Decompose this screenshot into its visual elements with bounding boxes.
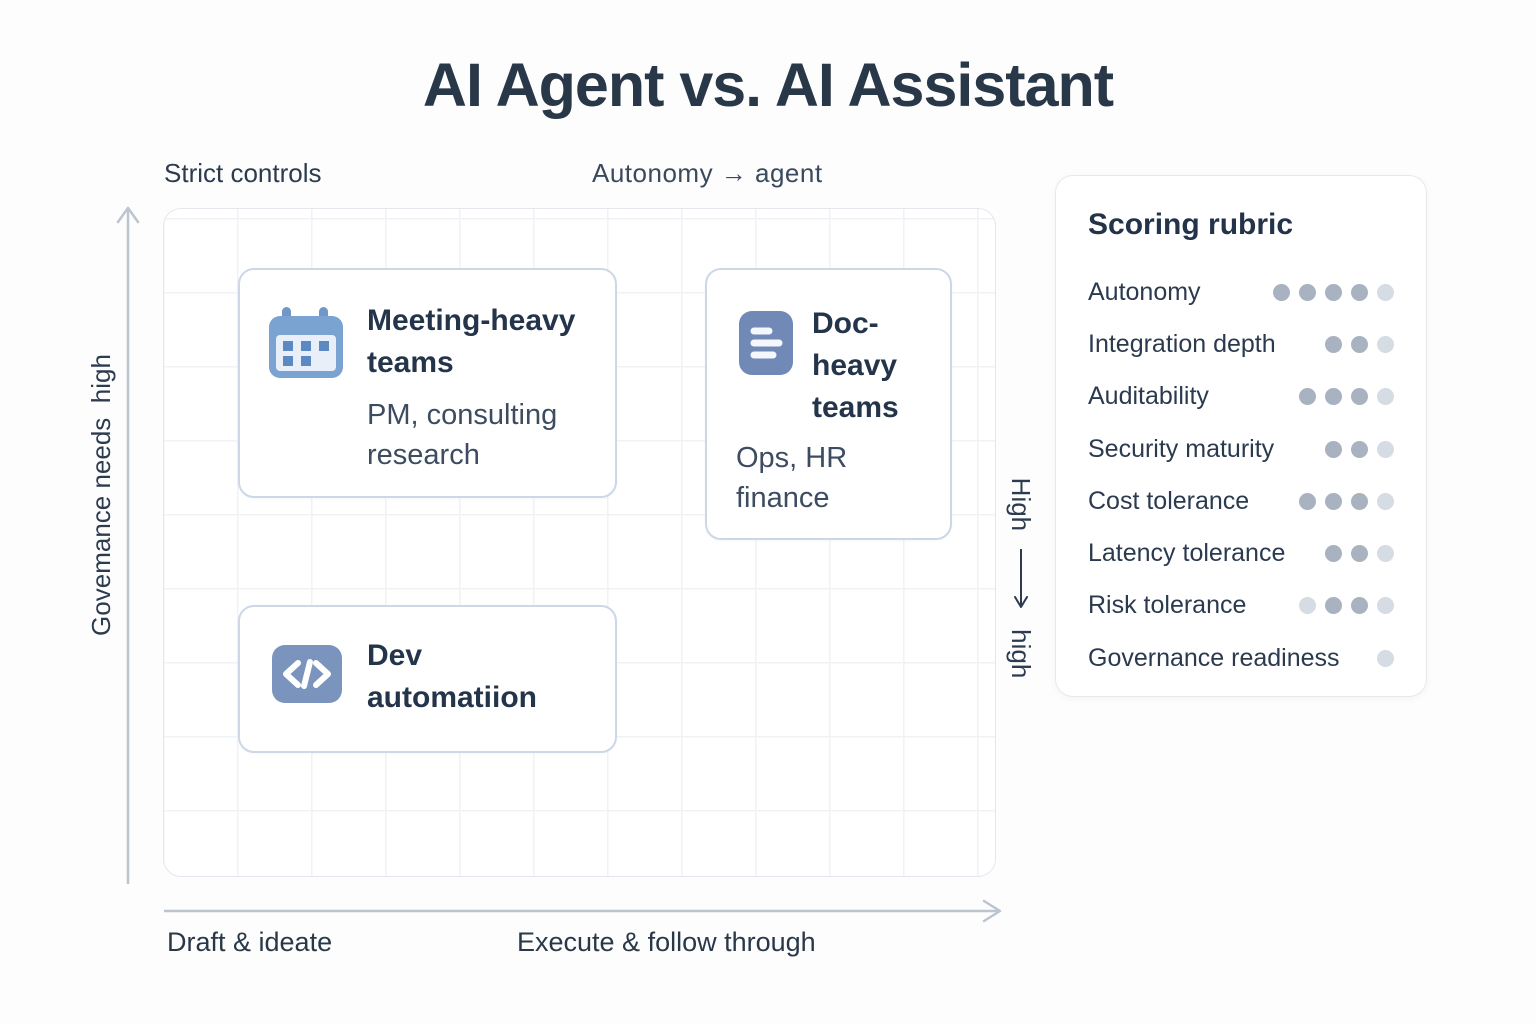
score-dots	[1325, 545, 1394, 563]
score-dot-medium	[1299, 388, 1316, 406]
score-dots	[1299, 492, 1394, 510]
rubric-row: Integration depth	[1088, 318, 1394, 370]
page-title: AI Agent vs. AI Assistant	[422, 51, 1114, 119]
card-title: Doc-heavy teams	[812, 307, 899, 424]
y-axis-label: Govemance needs high	[86, 354, 116, 636]
score-dot-medium	[1325, 283, 1342, 301]
score-dot-medium	[1325, 597, 1342, 615]
score-dot-light	[1377, 492, 1394, 510]
score-dot-light	[1299, 597, 1316, 615]
score-dot-medium	[1325, 335, 1342, 353]
score-dot-medium	[1351, 597, 1368, 615]
score-dot-light	[1377, 283, 1394, 301]
card-dev-automation: Dev automatiion	[238, 605, 617, 753]
rubric-item-label: Integration depth	[1088, 329, 1276, 358]
y-axis-top-label: Strict controls	[164, 158, 322, 188]
score-dot-medium	[1299, 492, 1316, 510]
rubric-row: Auditability	[1088, 371, 1394, 423]
rubric-item-label: Governance readiness	[1088, 643, 1340, 672]
score-dot-medium	[1351, 283, 1368, 301]
card-title: Meeting-heavy teams	[367, 304, 576, 379]
score-dot-medium	[1351, 545, 1368, 563]
rubric-row: Latency tolerance	[1088, 527, 1394, 579]
score-dot-medium	[1351, 388, 1368, 406]
score-dots	[1299, 597, 1394, 615]
score-dot-medium	[1273, 283, 1290, 301]
rubric-item-label: Autonomy	[1088, 277, 1201, 306]
card-subtitle: Ops, HR finance	[736, 442, 848, 514]
rubric-item-label: Latency tolerance	[1088, 539, 1286, 568]
down-arrow-icon	[1014, 549, 1028, 609]
score-dot-light	[1377, 440, 1394, 458]
score-dot-medium	[1351, 492, 1368, 510]
score-dot-medium	[1325, 545, 1342, 563]
score-dot-medium	[1325, 492, 1342, 510]
x-axis-left-label: Draft & ideate	[167, 927, 333, 957]
score-dot-light	[1377, 545, 1394, 563]
right-label-top-text: High	[1006, 477, 1037, 532]
score-dot-medium	[1351, 335, 1368, 353]
score-dot-medium	[1325, 388, 1342, 406]
document-icon	[738, 310, 794, 381]
score-dots	[1325, 440, 1394, 458]
score-dots	[1299, 388, 1394, 406]
rubric-row: Cost tolerance	[1088, 475, 1394, 527]
rubric-row: Risk tolerance	[1088, 580, 1394, 632]
rubric-row: Autonomy	[1088, 266, 1394, 318]
x-axis-top-label: Autonomy → agent	[592, 158, 823, 188]
rubric-row: Governance readiness	[1088, 632, 1394, 684]
card-title: Dev automatiion	[367, 639, 537, 714]
score-dot-light	[1377, 335, 1394, 353]
score-dots	[1273, 283, 1394, 301]
score-dots	[1325, 335, 1394, 353]
y-axis-arrow-icon	[116, 206, 140, 884]
code-icon	[271, 635, 343, 718]
rubric-item-label: Cost tolerance	[1088, 486, 1250, 515]
card-doc-heavy-teams: Doc-heavy teams Ops, HR finance	[705, 268, 952, 540]
card-subtitle: PM, consulting research	[367, 399, 558, 471]
right-label-bottom-text: high	[1006, 629, 1037, 679]
calendar-icon	[266, 303, 346, 388]
rubric-item-label: Security maturity	[1088, 434, 1275, 463]
score-dot-medium	[1325, 440, 1342, 458]
rubric-item-label: Auditability	[1088, 382, 1209, 411]
score-dot-light	[1377, 388, 1394, 406]
right-axis-label: High high	[1006, 463, 1037, 693]
score-dot-light	[1377, 649, 1394, 667]
score-dot-light	[1377, 597, 1394, 615]
score-dots	[1377, 649, 1394, 667]
x-axis-right-label: Execute & follow through	[517, 927, 816, 957]
rubric-item-label: Risk tolerance	[1088, 591, 1247, 620]
score-dot-medium	[1299, 283, 1316, 301]
card-meeting-heavy-teams: Meeting-heavy teams PM, consulting resea…	[238, 268, 617, 498]
rubric-row: Security maturity	[1088, 423, 1394, 475]
x-axis-arrow-icon	[164, 899, 1002, 923]
score-dot-medium	[1351, 440, 1368, 458]
rubric-heading: Scoring rubric	[1088, 208, 1294, 241]
